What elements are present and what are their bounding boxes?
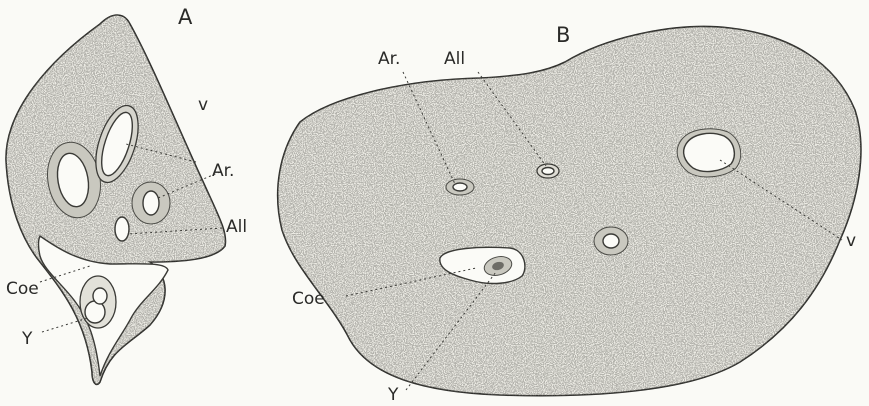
panel-a-label-y: Y: [21, 329, 33, 349]
panel-a-label-ar: Ar.: [212, 161, 234, 181]
panel-b-allantois: [542, 168, 554, 175]
panel-a-label-all: All: [226, 217, 247, 237]
panel-a-stipple: [0, 0, 240, 402]
panel-b-stipple: [270, 20, 869, 402]
panel-b: B Ar. All v Coe Y: [270, 20, 869, 402]
panel-b-label-ar: Ar.: [378, 49, 400, 69]
panel-b-artery-2: [603, 234, 619, 248]
panel-b-letter: B: [556, 23, 570, 47]
panel-a-artery: [143, 191, 159, 215]
panel-b-label-all: All: [444, 49, 465, 69]
panel-b-label-v: v: [846, 231, 856, 251]
panel-a-label-v: v: [198, 95, 208, 115]
panel-a-letter: A: [178, 5, 193, 29]
panel-a: A v Ar. All Coe Y: [0, 0, 247, 402]
panel-a-allantois: [115, 217, 129, 241]
panel-b-artery: [453, 183, 467, 191]
panel-b-vein: [684, 133, 735, 171]
panel-b-label-coe: Coe: [292, 289, 325, 309]
panel-a-label-coe: Coe: [6, 279, 39, 299]
panel-b-label-y: Y: [387, 385, 399, 402]
panel-a-yolk-lumen-2: [93, 288, 107, 304]
